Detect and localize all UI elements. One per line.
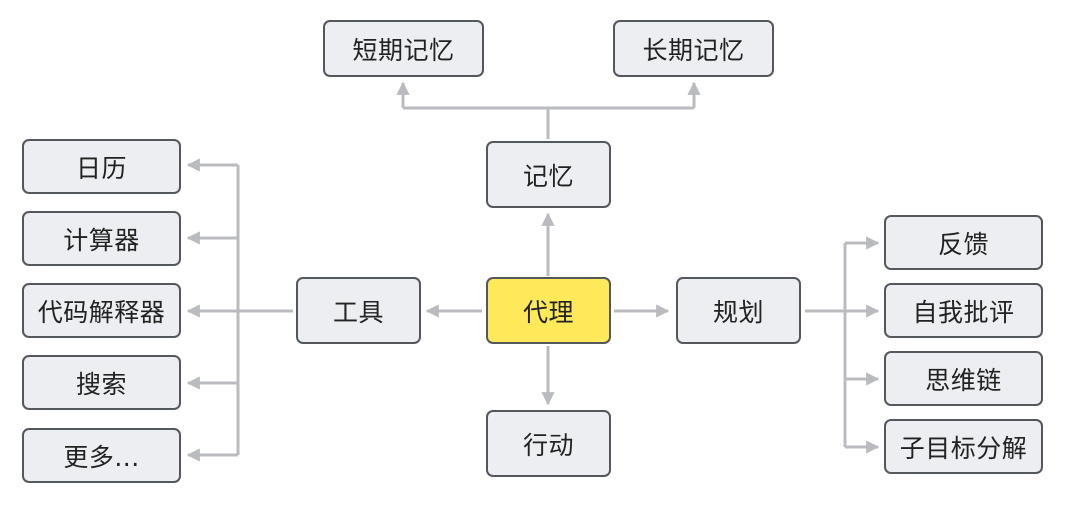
- long-term-memory-node: 长期记忆: [613, 20, 774, 77]
- short-term-memory-node: 短期记忆: [323, 20, 484, 77]
- tools-node: 工具: [296, 277, 421, 344]
- calendar-node: 日历: [22, 139, 181, 194]
- planning-node: 规划: [676, 277, 801, 344]
- more-node: 更多...: [22, 428, 181, 483]
- search-node: 搜索: [22, 355, 181, 410]
- chain-of-thought-node: 思维链: [884, 351, 1043, 406]
- agent-node: 代理: [486, 277, 611, 344]
- calculator-node: 计算器: [22, 211, 181, 266]
- memory-node: 记忆: [486, 141, 611, 208]
- action-node: 行动: [486, 410, 611, 477]
- reflection-node: 反馈: [884, 215, 1043, 270]
- self-critique-node: 自我批评: [884, 283, 1043, 338]
- code-interpreter-node: 代码解释器: [22, 283, 181, 338]
- subgoal-decomposition-node: 子目标分解: [884, 419, 1043, 474]
